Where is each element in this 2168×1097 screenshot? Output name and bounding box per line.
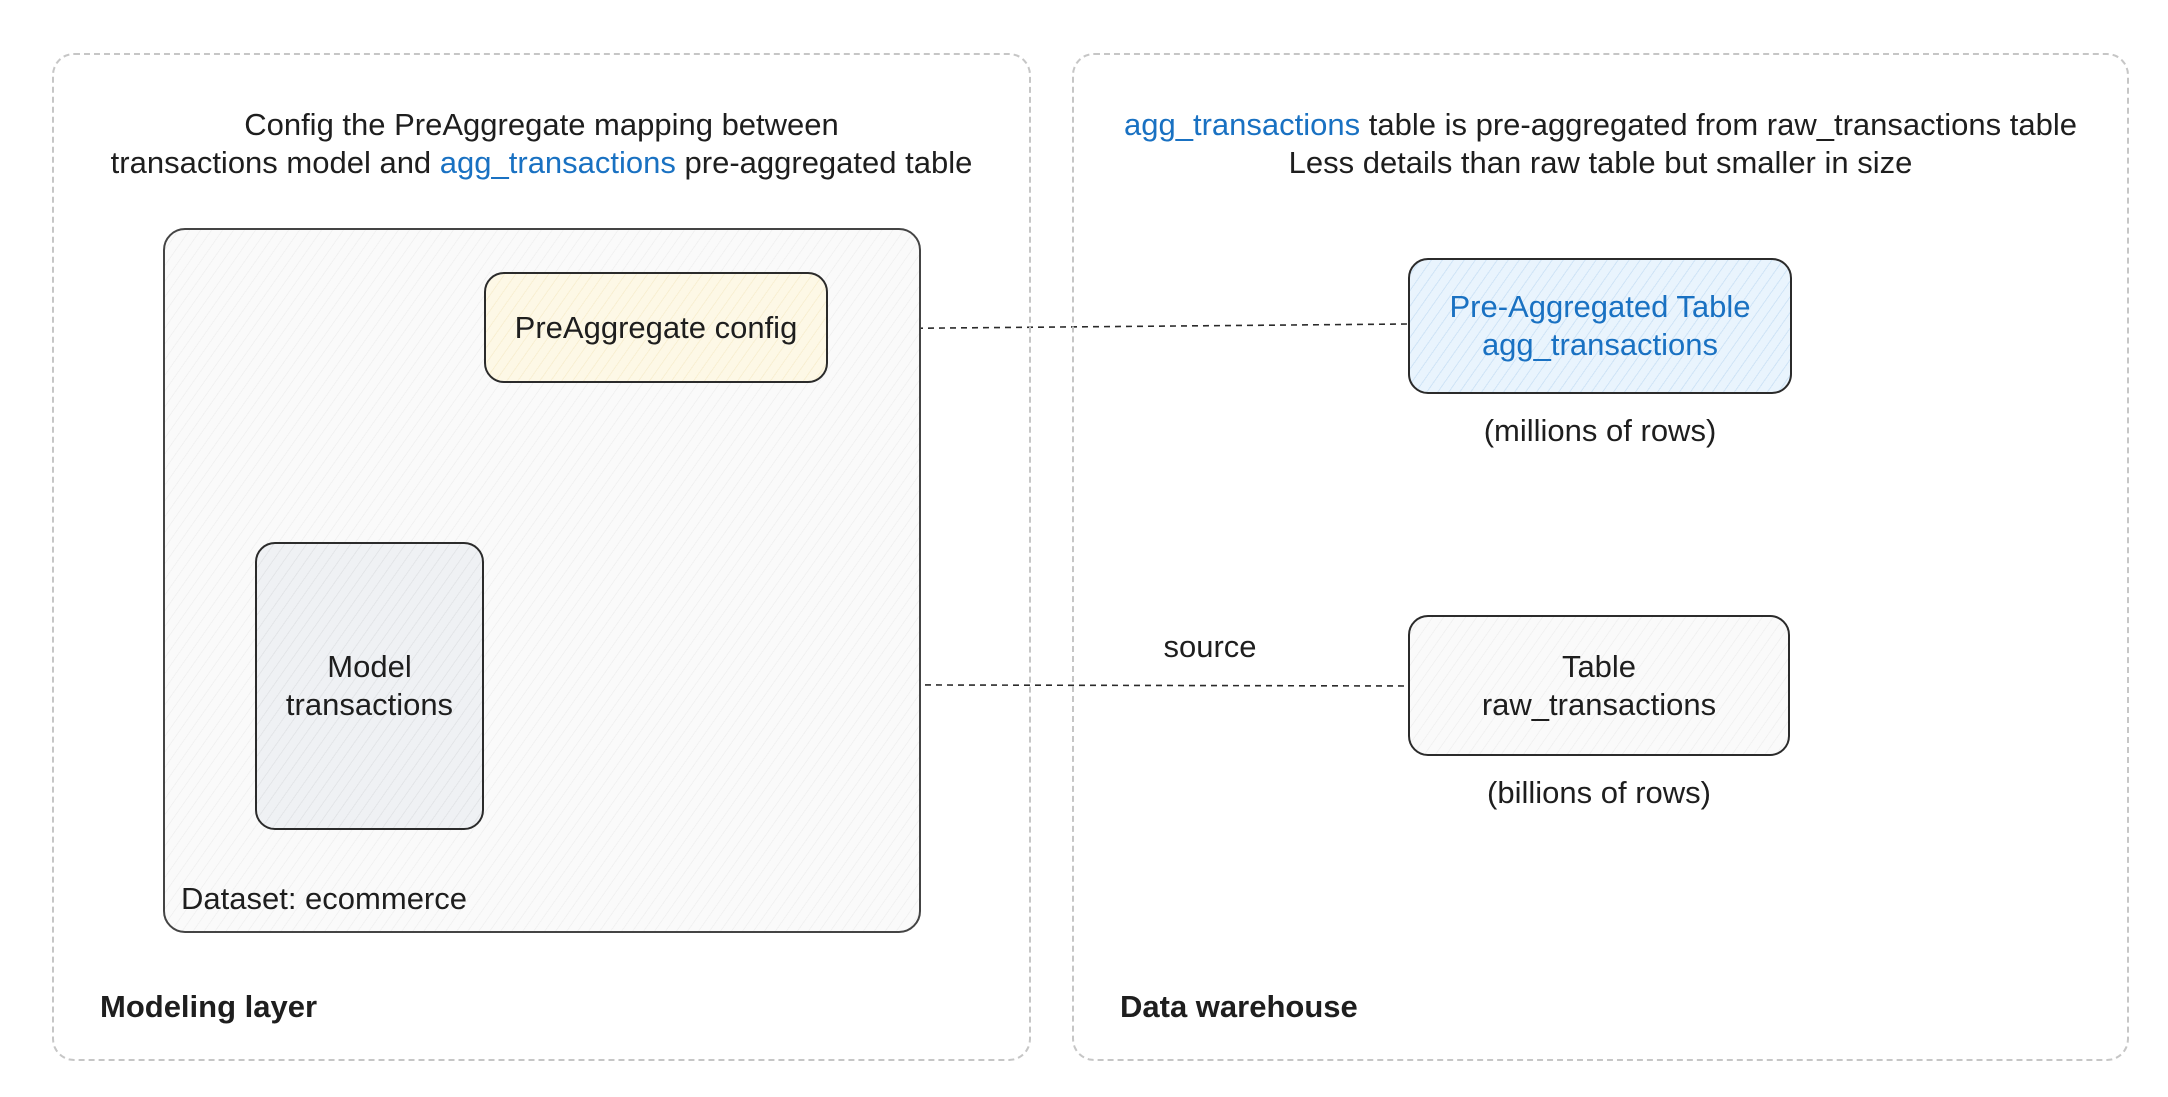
source-connector-label: source [1163, 629, 1257, 664]
modeling-layer-title: Modeling layer [100, 989, 318, 1024]
pre-aggregated-table-line2: agg_transactions [1481, 327, 1719, 362]
raw-table-line2: raw_transactions [1481, 686, 1717, 722]
warehouse-caption-line1-suffix: table is pre-aggregated from raw_transac… [1360, 107, 2077, 142]
preaggregate-config-label: PreAggregate config [514, 309, 798, 345]
modeling-layer-caption: Config the PreAggregate mapping between … [52, 106, 1031, 182]
raw-transactions-table-node[interactable]: Table raw_transactions [1408, 615, 1790, 756]
agg-transactions-highlight: agg_transactions [439, 145, 676, 180]
data-warehouse-caption: agg_transactions table is pre-aggregated… [1072, 106, 2129, 182]
pre-aggregated-table-note: (millions of rows) [1483, 413, 1717, 448]
modeling-layer-panel [52, 53, 1031, 1061]
modeling-caption-line2-suffix: pre-aggregated table [675, 145, 973, 180]
data-warehouse-panel [1072, 53, 2129, 1061]
preaggregate-config-node[interactable]: PreAggregate config [484, 272, 828, 383]
pre-aggregated-table-node[interactable]: Pre-Aggregated Table agg_transactions [1408, 258, 1792, 394]
modeling-caption-line2: transactions model and agg_transactions … [52, 144, 1031, 182]
data-warehouse-title: Data warehouse [1120, 989, 1358, 1024]
warehouse-caption-line1: agg_transactions table is pre-aggregated… [1072, 106, 2129, 144]
agg-transactions-highlight: agg_transactions [1124, 107, 1361, 142]
raw-table-line1: Table [1561, 648, 1637, 684]
model-node-line1: Model [327, 649, 412, 684]
model-node-line2: transactions [285, 687, 454, 722]
warehouse-caption-line2: Less details than raw table but smaller … [1288, 145, 1913, 180]
dataset-label: Dataset: ecommerce [181, 881, 467, 916]
pre-aggregated-table-line1: Pre-Aggregated Table [1449, 289, 1751, 324]
config-to-agg-table-connector [828, 323, 1408, 330]
modeling-caption-line2-prefix: transactions model and [110, 145, 440, 180]
raw-table-note: (billions of rows) [1487, 775, 1711, 810]
model-transactions-node[interactable]: Model transactions [255, 542, 484, 830]
modeling-caption-line1: Config the PreAggregate mapping between [244, 107, 839, 142]
